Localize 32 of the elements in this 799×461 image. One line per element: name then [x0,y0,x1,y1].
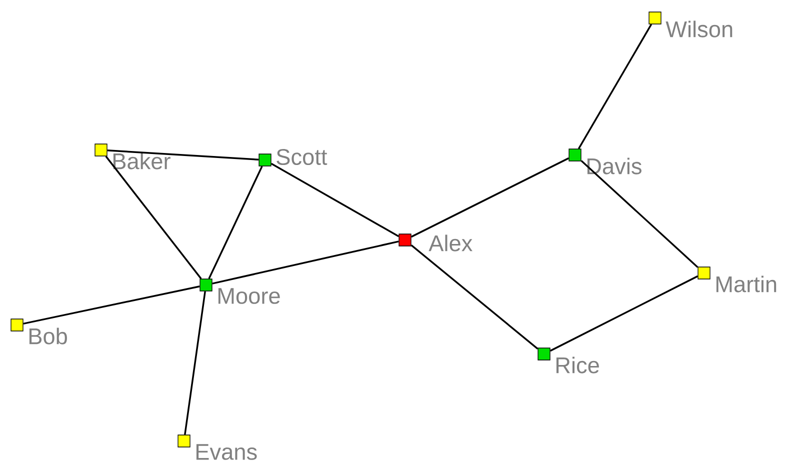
connector-line [580,160,698,268]
connector-line [208,166,263,280]
connector-line [23,286,200,325]
network-node: Moore [200,278,280,304]
node-label: Bob [29,328,67,344]
node-label: Wilson [666,20,732,38]
node-label: Evans [196,444,257,460]
network-node: Davis [568,148,642,174]
node-label: Alex [428,234,472,252]
node-label: Rice [556,356,599,374]
connector-line [105,156,202,280]
network-node: Evans [178,434,257,460]
network-node: Alex [398,234,472,252]
connector-line [184,291,206,435]
node-label: Davis [587,158,642,174]
connector-line [550,275,698,352]
connector-line [270,162,400,238]
network-node: Martin [698,266,776,292]
connector-line [107,150,259,160]
network-node: Rice [538,348,599,374]
node-label: Martin [716,276,776,292]
connector-line [410,244,538,350]
connector-line [410,157,570,238]
node-label: Scott [276,148,328,166]
connector-line [212,240,399,284]
node-label: Moore [218,288,280,304]
network-node: Bob [10,318,67,344]
network-node: Wilson [648,12,732,38]
network-node: Scott [258,148,328,166]
node-label: Baker [113,152,170,170]
network-node: Baker [94,144,170,170]
connector-line [578,24,652,150]
